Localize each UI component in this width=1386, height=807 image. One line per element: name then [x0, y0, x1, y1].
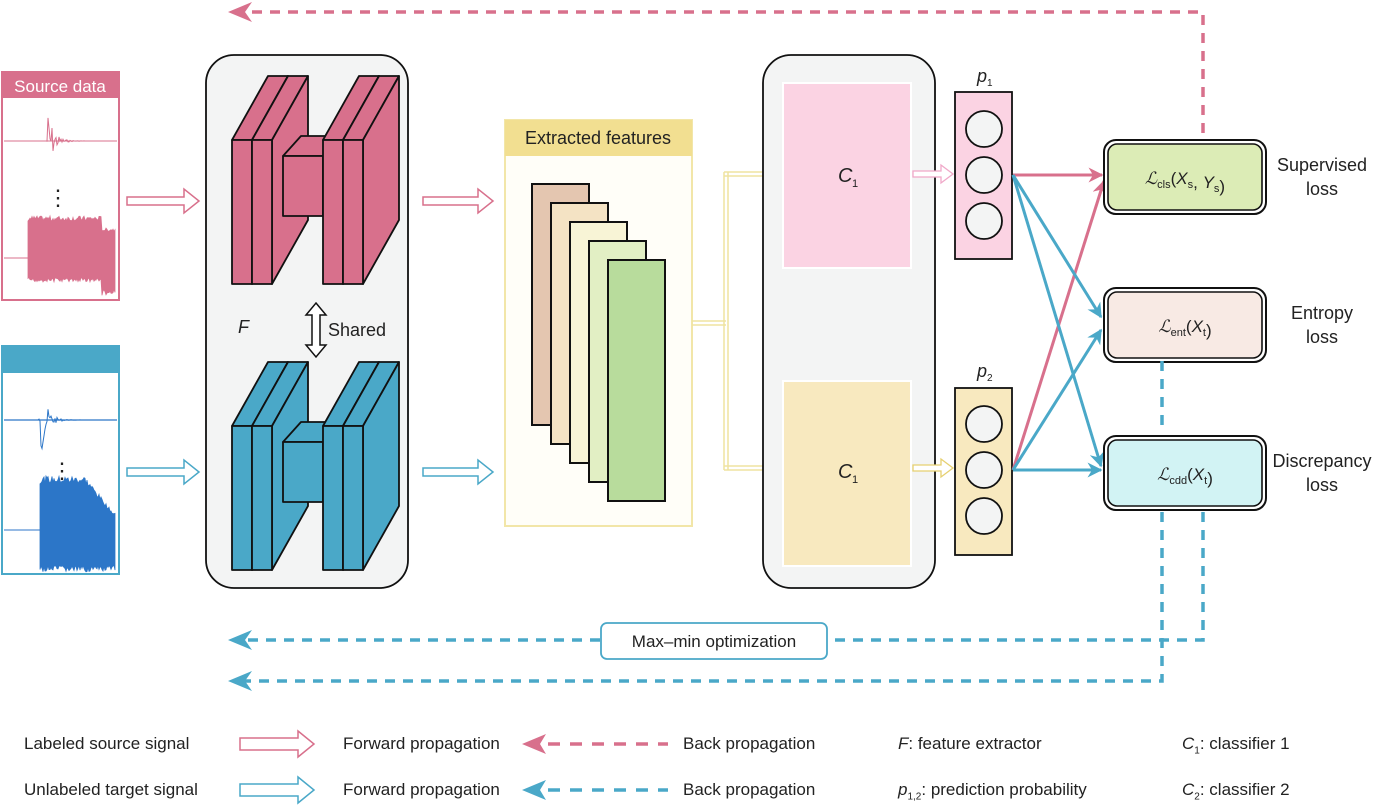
- shared-weights-double-arrow-icon: [304, 301, 328, 359]
- back-propagation-target-paths: [240, 361, 1205, 683]
- loss-formula-cdd: ℒcdd(Xt): [1157, 465, 1213, 488]
- target-ellipsis: ⋮: [51, 458, 73, 483]
- back-arrow-head-icon: [228, 2, 252, 22]
- forward-arrow-c2-to-p2: [912, 457, 955, 479]
- legend-sub: 2: [1194, 791, 1200, 803]
- loss-boxes: ℒcls(Xs, Ys)Supervisedlossℒent(Xt)Entrop…: [1103, 139, 1372, 511]
- p1-node-3: [965, 202, 1003, 240]
- prediction-to-loss-arrows: [1011, 167, 1108, 478]
- classifier-panel: C 1 C 1: [762, 54, 936, 589]
- legend-target-forward-arrow-icon: [239, 775, 316, 805]
- legend-forward-propagation-target: Forward propagation: [343, 780, 500, 799]
- p2-node-2: [965, 451, 1003, 489]
- classifier-2-subscript: 1: [852, 474, 858, 486]
- max-min-optimization-box: Max–min optimization: [600, 622, 828, 660]
- loss-name-ent-line2: loss: [1306, 327, 1338, 347]
- target-encoder-decoder-network: [231, 361, 400, 571]
- legend-labeled-source-signal: Labeled source signal: [24, 734, 190, 753]
- back-arrow-head-icon: [228, 630, 252, 650]
- forward-arrow-c1-to-p1: [912, 163, 955, 185]
- probability-p2: p 2: [954, 361, 1013, 556]
- arrow-p1-to-ent: [1011, 174, 1103, 319]
- loss-name-cls: Supervised: [1277, 155, 1367, 175]
- target-data-panel: ⋮: [1, 345, 120, 575]
- loss-box-cdd: ℒcdd(Xt) Discrepancy loss: [1103, 435, 1372, 511]
- p2-label: p: [976, 361, 987, 381]
- feature-extractor-panel: F Shared: [205, 54, 409, 589]
- forward-arrow-source-to-extractor: [126, 187, 201, 215]
- shared-label: Shared: [328, 320, 386, 340]
- loss-name-ent: Entropy: [1291, 303, 1353, 323]
- legend-text: : classifier 2: [1199, 780, 1290, 799]
- legend-source-forward-arrow-icon: [239, 729, 316, 759]
- p1-node-1: [965, 110, 1003, 148]
- legend-sub: 1: [1194, 745, 1200, 757]
- forward-arrow-target-to-features: [422, 458, 495, 486]
- source-data-title: Source data: [14, 77, 106, 96]
- forward-arrow-target-to-extractor: [126, 458, 201, 486]
- classifier-2-block: [782, 380, 912, 567]
- back-arrow-head-icon: [228, 671, 252, 691]
- source-vibration-signal: [27, 214, 116, 296]
- legend-text: : classifier 1: [1199, 734, 1290, 753]
- legend-var-c: C: [1182, 734, 1195, 753]
- loss-box-ent: ℒent(Xt) Entropy loss: [1103, 287, 1353, 363]
- loss-name-cls-line2: loss: [1306, 179, 1338, 199]
- p1-node-2: [965, 156, 1003, 194]
- classifier-1-subscript: 1: [852, 178, 858, 190]
- legend-var-f: F: [898, 734, 909, 753]
- classifier-2-label: C: [838, 461, 853, 483]
- loss-box-cls: ℒcls(Xs, Ys) Supervised loss: [1103, 139, 1367, 215]
- legend-unlabeled-target-signal: Unlabeled target signal: [24, 780, 198, 799]
- legend-classifier-2-def: C2: classifier 2: [1182, 780, 1290, 802]
- legend-var-c: C: [1182, 780, 1195, 799]
- loss-formula-ent: ℒent(Xt): [1158, 317, 1211, 340]
- extracted-features-title: Extracted features: [525, 128, 671, 148]
- source-encoder-decoder-network: [231, 75, 400, 285]
- legend-feature-extractor-def: F: feature extractor: [898, 734, 1042, 754]
- forward-arrow-source-to-features: [422, 187, 495, 215]
- classifier-1-label: C: [838, 165, 853, 187]
- arrow-p1-to-cdd: [1011, 174, 1105, 468]
- legend-var-p: p: [898, 780, 908, 799]
- legend-forward-propagation-source: Forward propagation: [343, 734, 500, 753]
- legend-sub: 1,2: [907, 791, 922, 803]
- legend-target-back-arrow-icon: [522, 780, 546, 800]
- max-min-optimization-label: Max–min optimization: [632, 632, 796, 651]
- p2-node-1: [965, 405, 1003, 443]
- legend-classifier-1-def: C1: classifier 1: [1182, 734, 1290, 756]
- legend-source-back-arrow-icon: [522, 734, 546, 754]
- loss-formula-cls: ℒcls(Xs, Ys): [1145, 169, 1225, 196]
- back-propagation-source-path: [228, 2, 1205, 133]
- target-impulse-signal: [4, 409, 117, 451]
- legend-back-propagation-source: Back propagation: [683, 734, 816, 753]
- loss-name-cdd-line2: loss: [1306, 475, 1338, 495]
- source-impulse-signal: [4, 117, 117, 151]
- p1-label: p: [976, 66, 987, 86]
- feature-map-stack: [531, 183, 666, 502]
- feature-map-layer: [607, 259, 666, 502]
- legend-prediction-probability-def: p1,2: prediction probability: [898, 780, 1087, 802]
- legend-graphics: [239, 729, 668, 805]
- source-data-panel: Source data ⋮: [1, 71, 120, 301]
- legend-text: : feature extractor: [908, 734, 1042, 753]
- legend-back-propagation-target: Back propagation: [683, 780, 816, 799]
- p1-subscript: 1: [987, 78, 993, 89]
- legend-text: : prediction probability: [921, 780, 1087, 799]
- target-vibration-signal: [39, 474, 116, 573]
- feature-extractor-label: F: [238, 317, 250, 337]
- p2-node-3: [965, 497, 1003, 535]
- probability-p1: p 1: [954, 66, 1013, 260]
- arrow-p2-to-ent: [1011, 328, 1103, 471]
- loss-name-cdd: Discrepancy: [1272, 451, 1371, 471]
- p2-subscript: 2: [987, 373, 993, 384]
- source-ellipsis: ⋮: [47, 185, 69, 210]
- classifier-1-block: [782, 82, 912, 269]
- extracted-features-panel: Extracted features: [504, 119, 693, 527]
